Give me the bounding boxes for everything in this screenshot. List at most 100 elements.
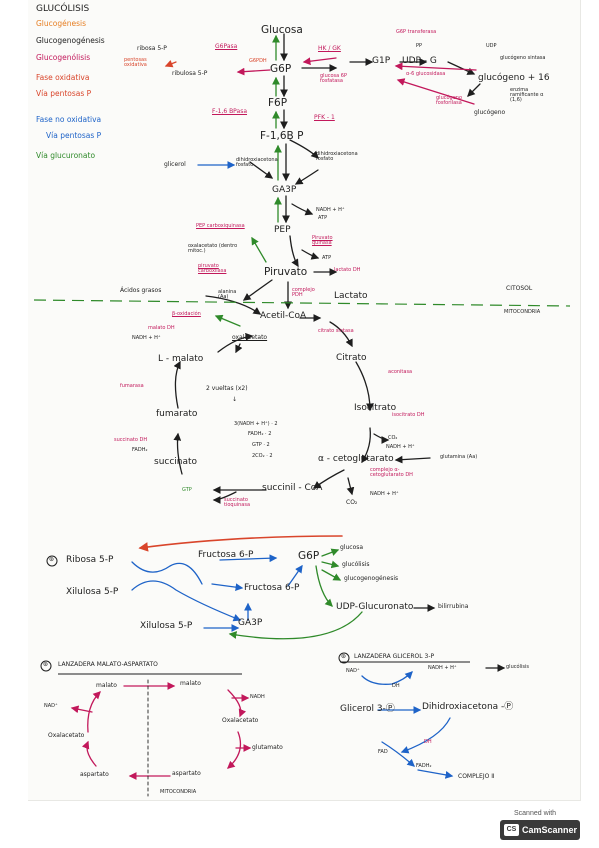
node-fumarato: fumarato — [156, 409, 198, 419]
node-oxalacetato-right: Oxalacetato — [222, 717, 259, 724]
summary-line: 2 vueltas (x2) — [206, 385, 248, 392]
node-a-cetoglutarato: α - cetoglutarato — [318, 454, 394, 464]
node-dhap: dihidroxiacetona fosfato — [316, 151, 358, 162]
node-oxalacetato-left: Oxalacetato — [48, 732, 85, 739]
label-nadh-shuttle: NADH — [250, 694, 265, 700]
node-fructosa-6p-b: Fructosa 6-P — [244, 583, 300, 593]
summary-line: GTP · 2 — [252, 442, 270, 448]
node-g6p: G6P — [270, 63, 292, 75]
enzyme-ramificante: enzima ramificante α (1,6) — [510, 87, 544, 103]
enzyme-b-oxidacion: β-oxidación — [172, 311, 201, 317]
camscanner-logo-icon: CS — [504, 824, 519, 836]
node-aspartato-right: aspartato — [172, 770, 201, 777]
enzyme-g6p-fosfatasa: glucosa 6P fosfatasa — [320, 73, 347, 84]
node-udp-glucuronato: UDP-Glucuronato — [336, 602, 414, 612]
node-udp-g: UDP - G — [402, 56, 437, 66]
enzyme-pepck: PEP carboxiquinasa — [196, 223, 245, 229]
node-pep: PEP — [274, 225, 291, 235]
node-ribulosa-5p: ribulosa 5-P — [172, 70, 208, 77]
summary-line: 2CO₂ · 2 — [252, 453, 273, 459]
enzyme-complejo-a-ceto: complejo α-cetoglutarato DH — [370, 467, 413, 478]
node-ga3p: GA3P — [272, 185, 297, 195]
node-xilulosa-5p-b: Xilulosa 5-P — [140, 621, 193, 631]
scanner-logo-box: CS CamScanner — [500, 820, 580, 840]
enzyme-isocitrato-dh: isocitrato DH — [392, 412, 425, 418]
label-mitocondria-shuttle: MITOCONDRIA — [160, 789, 197, 795]
label-nad: NAD⁺ — [44, 703, 58, 709]
label-fadh2: FADH₂ — [132, 447, 148, 453]
enzyme-complejo-pdh: complejo PDH — [292, 287, 315, 298]
enzyme-pfk1: PFK - 1 — [314, 114, 335, 121]
label-dh-top: DH — [392, 683, 400, 689]
enzyme-piruvato-quinasa: Piruvato quinasa — [312, 235, 333, 246]
label-mitocondria: MITOCONDRIA — [504, 309, 541, 315]
enzyme-f16bpasa: F-1,6 BPasa — [212, 108, 248, 115]
legend-item: Glucogenólisis — [36, 53, 91, 62]
marker-pentose: ⊛ — [49, 556, 55, 563]
node-lactato: Lactato — [334, 291, 368, 301]
node-acidos-grasos: Ácidos grasos — [120, 287, 162, 294]
label-nadh-1: NADH + H⁺ — [386, 444, 415, 450]
node-ga3p-b: GA3P — [238, 618, 263, 628]
enzyme-g6p-transferasa: G6P transferasa — [396, 29, 437, 35]
enzyme-piruvato-carboxilasa: piruvato carboxilasa — [198, 263, 227, 274]
enzyme-g6pasa: G6Pasa — [215, 43, 238, 50]
node-l-malato: L - malato — [158, 354, 204, 364]
summary-line: FADH₂ · 2 — [248, 431, 272, 437]
node-glucosa: Glucosa — [261, 24, 303, 36]
marker-malate-shuttle: ⊛ — [43, 661, 49, 668]
node-fructosa-6p-a: Fructosa 6-P — [198, 550, 254, 560]
label-nad-g3p: NAD⁺ — [346, 668, 360, 674]
legend-item: Fase oxidativa — [36, 73, 90, 82]
label-nadh-g3p: NADH + H⁺ — [428, 665, 457, 671]
label-nadh: NADH + H⁺ — [316, 207, 345, 213]
title-malate-shuttle: LANZADERA MALATO-ASPARTATO — [58, 661, 158, 668]
enzyme-malato-dh: malato DH — [148, 325, 175, 331]
node-glucolisis: glucólisis — [342, 561, 370, 568]
label-atp: ATP — [318, 215, 328, 221]
node-succinato: succinato — [154, 457, 198, 467]
label-gtp: GTP — [182, 487, 192, 493]
label-fad: FAD — [378, 749, 388, 755]
label-pentosas-oxidativa: pentosas oxidativa — [124, 57, 147, 68]
node-piruvato: Piruvato — [264, 266, 308, 278]
node-isocitrato: Isocitrato — [354, 403, 397, 413]
legend-item: Vía glucuronato — [36, 151, 96, 160]
enzyme-citrato-sintasa: citrato sintasa — [318, 328, 354, 334]
marker-glycerol-shuttle: ⊛ — [341, 653, 347, 660]
label-udp: UDP — [486, 43, 497, 49]
node-ribosa-5p: ribosa 5-P — [137, 45, 167, 52]
node-g6p-b: G6P — [298, 550, 320, 562]
node-glucogeno: glucógeno — [474, 109, 506, 116]
summary-line: ↓ — [232, 396, 238, 403]
legend-item: Glucogenogénesis — [36, 36, 105, 45]
summary-line: 3(NADH + H⁺) · 2 — [234, 421, 278, 427]
node-glucosa-b: glucosa — [340, 544, 364, 551]
camscanner-badge: Scanned with CS CamScanner — [500, 810, 582, 840]
label-pp: PP — [416, 43, 423, 49]
enzyme-lactato-dh: lactato DH — [334, 267, 361, 273]
enzyme-a6-glucosidasa: α-6 glucosidasa — [406, 71, 446, 77]
node-oxalacetato-mitoc: oxalacetato (dentro mitoc.) — [188, 243, 238, 254]
scanner-name: CamScanner — [522, 825, 578, 835]
label-fadh2-g3p: FADH₂ — [416, 763, 432, 769]
title-glycerol-shuttle: LANZADERA GLICEROL 3-P — [354, 653, 435, 660]
scanner-caption: Scanned with — [514, 810, 557, 817]
label-co2-2: CO₂ — [346, 499, 358, 506]
label-atp-2: ATP — [322, 255, 332, 261]
enzyme-glucogeno-sintasa: glucógeno sintasa — [500, 55, 546, 61]
node-glicerol: glicerol — [164, 161, 186, 168]
legend-item: Glucogénesis — [36, 19, 87, 28]
enzyme-succinato-tioquinasa: succinato tioquinasa — [224, 497, 251, 508]
enzyme-succinato-dh: succinato DH — [114, 437, 148, 443]
node-glucogenogenesis: glucogenogénesis — [344, 575, 399, 582]
label-nadh-2: NADH + H⁺ — [370, 491, 399, 497]
node-f16bp: F-1,6B P — [260, 130, 304, 142]
node-glutamina: glutamina (Aa) — [440, 454, 478, 460]
enzyme-fumarasa: fumarasa — [120, 383, 144, 389]
node-aspartato-left: aspartato — [80, 771, 109, 778]
node-glucogeno-16: glucógeno + 16 — [478, 73, 550, 83]
legend-title: GLUCÓLISIS — [36, 4, 90, 14]
label-nadh-krebs: NADH + H⁺ — [132, 335, 161, 341]
